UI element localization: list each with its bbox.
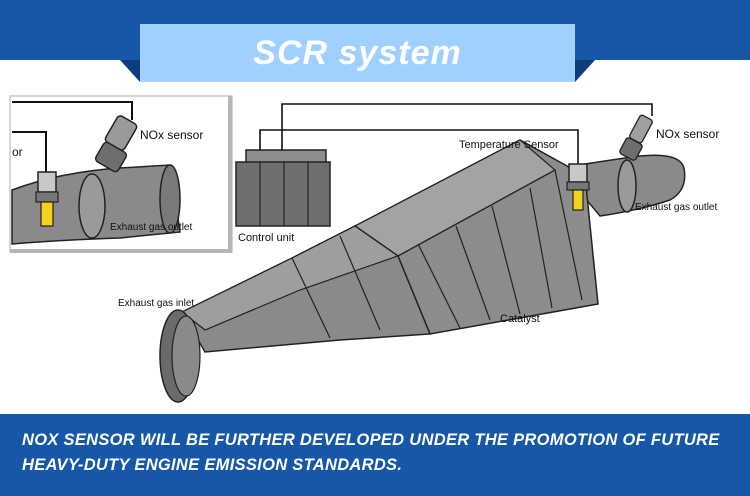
title-banner: SCR system — [140, 24, 575, 82]
catalyst-label: Catalyst — [500, 313, 540, 325]
nox-sensor-icon — [619, 114, 653, 161]
nox-sensor-label: NOx sensor — [656, 127, 719, 141]
inset-outlet-label: Exhaust gas outlet — [110, 222, 192, 233]
header-fold-left — [120, 60, 140, 82]
inset-nox-label: NOx sensor — [140, 128, 203, 142]
inset-panel: NOx sensor or Exhaust gas outlet — [9, 95, 233, 253]
header-fold-right — [575, 60, 595, 82]
catalytic-converter-icon — [159, 139, 686, 403]
page-title: SCR system — [253, 33, 462, 72]
inset-temperature-sensor-icon — [35, 171, 59, 227]
temperature-sensor-icon — [566, 163, 590, 211]
footer-band — [0, 414, 750, 496]
caption-text: NOX SENSOR WILL BE FURTHER DEVELOPED UND… — [22, 431, 720, 474]
scr-diagram: NOx sensor or Exhaust gas outlet Control… — [9, 95, 719, 403]
temperature-sensor-label: Temperature Sensor — [459, 139, 559, 151]
inset-nox-sensor-icon — [94, 115, 138, 173]
inset-partial-label: or — [12, 145, 23, 159]
control-unit-label: Control unit — [238, 232, 294, 244]
outlet-label: Exhaust gas outlet — [635, 202, 717, 213]
control-unit-icon — [235, 149, 331, 227]
inlet-label: Exhaust gas inlet — [118, 298, 194, 309]
